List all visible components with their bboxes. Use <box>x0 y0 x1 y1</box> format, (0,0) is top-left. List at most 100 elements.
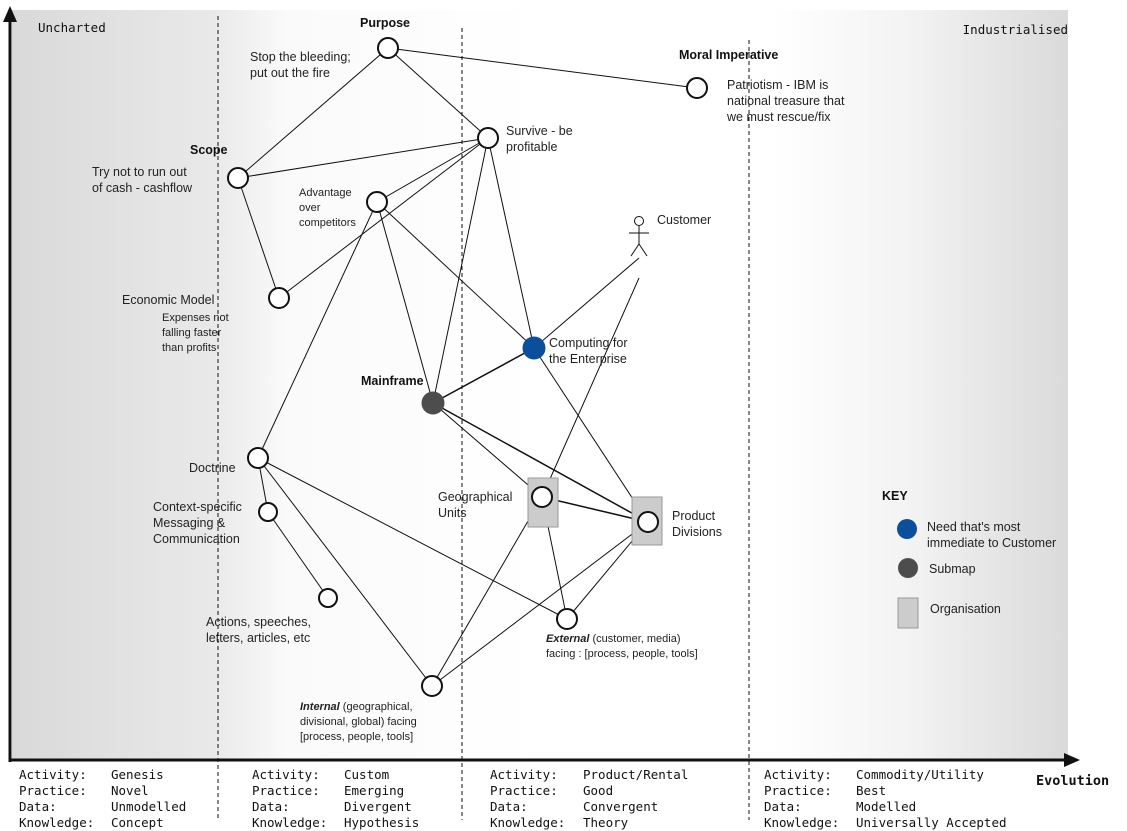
edge-survive-mainframe <box>432 137 489 404</box>
label-computing-line2: the Enterprise <box>549 352 627 366</box>
label-survive-line1: Survive - be <box>506 124 573 138</box>
stage-column-commodity: Activity: Commodity/Utility Practice: Be… <box>764 767 1007 830</box>
node-advantage[interactable] <box>366 191 388 213</box>
label-internal-emphasis: Internal <box>300 701 341 713</box>
label-expenses-line3: than profits <box>162 342 217 354</box>
label-actions-line2: letters, articles, etc <box>206 631 310 645</box>
edge-mainframe-geo <box>432 402 543 498</box>
stage3-knowledge-key: Knowledge: <box>490 815 565 830</box>
node-survive[interactable] <box>477 127 499 149</box>
label-cashflow-line1: Try not to run out <box>92 165 187 179</box>
stage4-data-key: Data: <box>764 799 802 814</box>
label-context-line2: Messaging & <box>153 516 226 530</box>
x-axis-arrow <box>1064 753 1080 767</box>
stage2-activity: Custom <box>344 767 389 782</box>
stage4-data: Modelled <box>856 799 916 814</box>
node-patriotism[interactable] <box>686 77 708 99</box>
stage3-activity: Product/Rental <box>583 767 688 782</box>
edge-scope-survive <box>237 137 489 179</box>
customer-actor-icon[interactable] <box>629 216 649 257</box>
stage1-practice-key: Practice: <box>19 783 87 798</box>
edge-purpose-scope <box>237 47 389 179</box>
uncharted-label: Uncharted <box>38 20 106 35</box>
label-patriotism-line3: we must rescue/fix <box>726 110 831 124</box>
edge-customer-computing <box>533 257 640 349</box>
label-external-line2: facing : [process, people, tools] <box>546 648 698 660</box>
edge-scope-economic <box>237 177 280 299</box>
heading-mainframe: Mainframe <box>361 374 424 388</box>
stage1-activity: Genesis <box>111 767 164 782</box>
edge-geo-internal <box>431 496 543 687</box>
label-external-line1: External (customer, media) <box>546 633 681 645</box>
node-cashflow[interactable] <box>227 167 249 189</box>
stage4-activity-key: Activity: <box>764 767 832 782</box>
label-stop-bleeding-line1: Stop the bleeding; <box>250 50 351 64</box>
stage3-data-key: Data: <box>490 799 528 814</box>
edge-purpose-moral <box>387 47 698 89</box>
node-stop-the-bleeding[interactable] <box>377 37 399 59</box>
label-customer: Customer <box>657 213 711 227</box>
label-patriotism-line1: Patriotism - IBM is <box>727 78 828 92</box>
stage3-practice: Good <box>583 783 613 798</box>
label-advantage-line2: over <box>299 202 321 214</box>
stage1-data: Unmodelled <box>111 799 186 814</box>
key-need-line2: immediate to Customer <box>927 536 1056 550</box>
edge-purpose-survive <box>387 47 489 139</box>
node-computing-for-the-enterprise[interactable] <box>522 336 546 360</box>
node-product-divisions[interactable] <box>637 511 659 533</box>
key-need-line1: Need that's most <box>927 520 1021 534</box>
stage2-practice-key: Practice: <box>252 783 320 798</box>
node-actions[interactable] <box>318 588 338 608</box>
edge-survive-economic <box>278 137 489 299</box>
stage4-knowledge-key: Knowledge: <box>764 815 839 830</box>
label-geo-line1: Geographical <box>438 490 512 504</box>
stage-column-product: Activity: Product/Rental Practice: Good … <box>490 767 688 830</box>
label-stop-bleeding-line2: put out the fire <box>250 66 330 80</box>
node-doctrine[interactable] <box>247 447 269 469</box>
node-economic-model[interactable] <box>268 287 290 309</box>
node-context-specific-messaging[interactable] <box>258 502 278 522</box>
label-geo-line2: Units <box>438 506 466 520</box>
edge-computing-mainframe <box>432 347 535 404</box>
node-internal-facing[interactable] <box>421 675 443 697</box>
edge-advantage-mainframe <box>376 201 434 404</box>
node-mainframe[interactable] <box>421 391 445 415</box>
label-patriotism-line2: national treasure that <box>727 94 845 108</box>
label-survive-line2: profitable <box>506 140 557 154</box>
key-submap-label: Submap <box>929 562 976 576</box>
label-expenses-line1: Expenses not <box>162 312 229 324</box>
node-external-facing[interactable] <box>556 608 578 630</box>
stage2-practice: Emerging <box>344 783 404 798</box>
map-background <box>12 10 1068 759</box>
label-context-line3: Communication <box>153 532 240 546</box>
stage3-practice-key: Practice: <box>490 783 558 798</box>
key-organisation-label: Organisation <box>930 602 1001 616</box>
label-context-line1: Context-specific <box>153 500 242 514</box>
label-internal-rest: (geographical, <box>340 701 413 713</box>
label-doctrine: Doctrine <box>189 461 236 475</box>
edge-computing-product <box>533 347 649 523</box>
key-organisation-swatch <box>897 597 919 629</box>
label-product-line2: Divisions <box>672 525 722 539</box>
key-heading: KEY <box>882 489 908 503</box>
stage4-knowledge: Universally Accepted <box>856 815 1007 830</box>
edge-context-actions <box>267 511 329 599</box>
heading-scope: Scope <box>190 143 228 157</box>
stage3-knowledge: Theory <box>583 815 629 830</box>
edge-doctrine-internal <box>257 457 433 687</box>
key-legend: KEY Need that's most immediate to Custom… <box>882 489 1056 629</box>
node-geographical-units[interactable] <box>531 486 553 508</box>
label-cashflow-line2: of cash - cashflow <box>92 181 193 195</box>
label-external-emphasis: External <box>546 633 590 645</box>
heading-purpose: Purpose <box>360 16 410 30</box>
edge-geo-product <box>541 496 649 523</box>
edge-survive-computing <box>487 137 535 349</box>
y-axis-arrow <box>3 6 17 22</box>
industrialised-label: Industrialised <box>963 22 1068 37</box>
stage-column-genesis: Activity: Genesis Practice: Novel Data: … <box>19 767 186 830</box>
heading-moral-imperative: Moral Imperative <box>679 48 778 62</box>
edge-customer-geo <box>541 277 640 498</box>
stage-column-custom: Activity: Custom Practice: Emerging Data… <box>252 767 419 830</box>
label-economic-model: Economic Model <box>122 293 214 307</box>
